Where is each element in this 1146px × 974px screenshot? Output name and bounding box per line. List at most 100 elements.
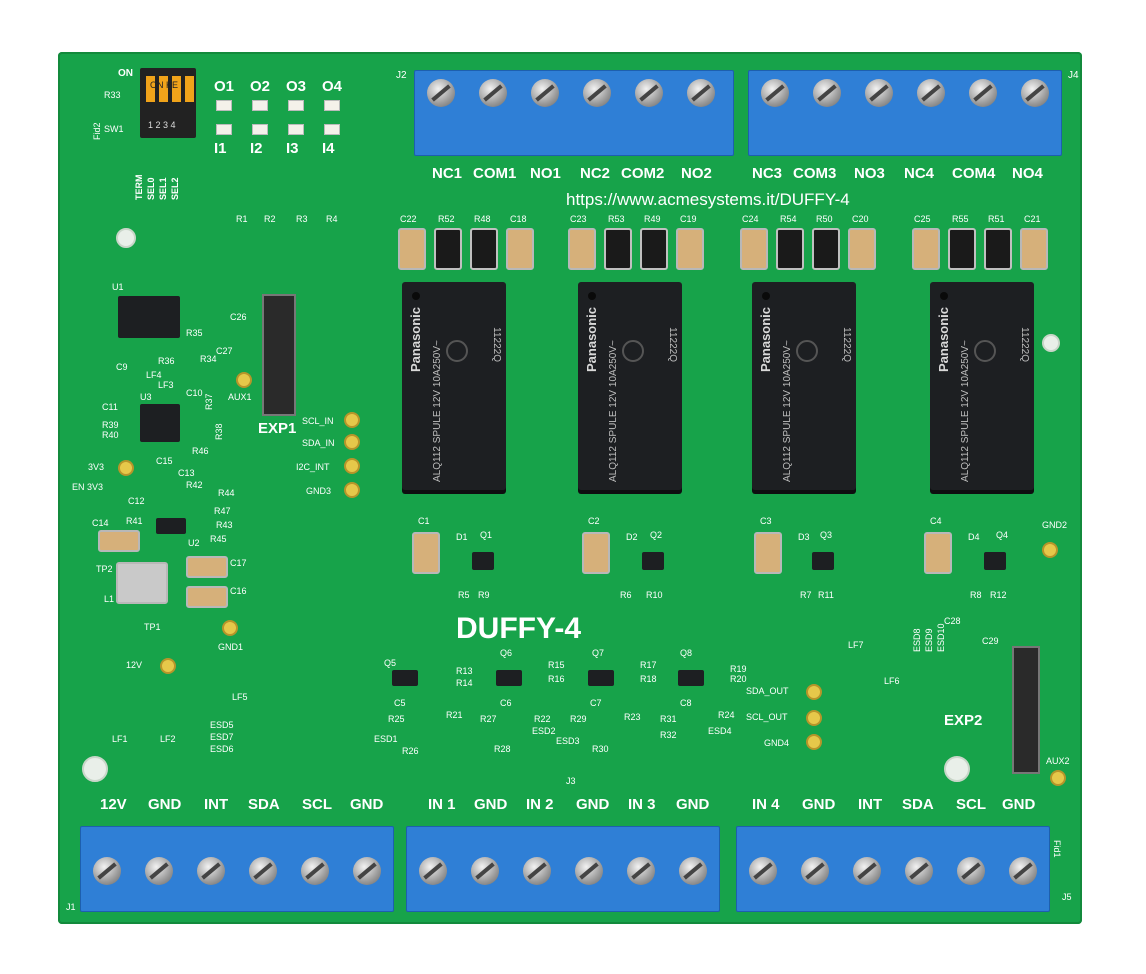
ref-q7: Q7	[592, 648, 605, 658]
relay-logo	[974, 340, 996, 362]
screw-terminal[interactable]	[1009, 857, 1037, 885]
ref-esd3: ESD3	[556, 736, 580, 746]
capacitor-c17	[186, 556, 228, 578]
screw-terminal[interactable]	[749, 857, 777, 885]
ref-u2: U2	[188, 538, 200, 548]
screw-terminal[interactable]	[853, 857, 881, 885]
pin1-marker	[940, 292, 948, 300]
pin-sda-out[interactable]	[806, 684, 822, 700]
screw-terminal[interactable]	[957, 857, 985, 885]
label-aux2: AUX2	[1046, 756, 1070, 766]
ref-u1: U1	[112, 282, 124, 292]
dip-on-label: ON	[118, 68, 133, 79]
screw-terminal[interactable]	[969, 79, 997, 107]
dip-lever[interactable]	[185, 76, 194, 102]
relay-brand: Panasonic	[408, 306, 423, 372]
ref-r13: R13	[456, 666, 473, 676]
led-label-o3: O3	[286, 78, 307, 95]
ref-c6: C6	[500, 698, 512, 708]
screw-terminal[interactable]	[761, 79, 789, 107]
bottom-label-gnd: GND	[148, 796, 182, 813]
dip-lever[interactable]	[159, 76, 168, 102]
pin-label-sda-out: SDA_OUT	[746, 686, 789, 696]
dip-label-sel1: SEL1	[158, 177, 168, 200]
pin-gnd4[interactable]	[806, 734, 822, 750]
dip-label-term: TERM	[134, 174, 144, 201]
capacitor-c16	[186, 586, 228, 608]
led-label-i3: I3	[286, 140, 299, 157]
pin-i2c-int[interactable]	[344, 458, 360, 474]
pin-scl-in[interactable]	[344, 412, 360, 428]
bottom-label-gnd: GND	[576, 796, 610, 813]
screw-terminal[interactable]	[531, 79, 559, 107]
expansion-connector-exp2[interactable]	[1012, 646, 1040, 774]
bottom-label-int: INT	[204, 796, 229, 813]
label-tp2: TP2	[96, 564, 113, 574]
ref-c23: C23	[570, 214, 587, 224]
screw-terminal[interactable]	[687, 79, 715, 107]
ref-c9: C9	[116, 362, 128, 372]
screw-terminal[interactable]	[583, 79, 611, 107]
terminal-label-nc3: NC3	[752, 165, 783, 182]
led-label-i2: I2	[250, 140, 263, 157]
screw-terminal[interactable]	[353, 857, 381, 885]
led-o1	[216, 100, 232, 111]
ref-c12: C12	[128, 496, 145, 506]
ref-sw1: SW1	[104, 124, 124, 134]
resistor-r52	[434, 228, 462, 270]
transistor-q4	[984, 552, 1006, 570]
ref-esd7: ESD7	[210, 732, 234, 742]
screw-terminal[interactable]	[627, 857, 655, 885]
inductor-l1	[116, 562, 168, 604]
screw-terminal[interactable]	[93, 857, 121, 885]
screw-terminal[interactable]	[575, 857, 603, 885]
ref-r32: R32	[660, 730, 677, 740]
led-label-i4: I4	[322, 140, 335, 157]
screw-terminal[interactable]	[801, 857, 829, 885]
ref-r17: R17	[640, 660, 657, 670]
screw-terminal[interactable]	[917, 79, 945, 107]
ref-c14: C14	[92, 518, 109, 528]
ref-d4: D4	[968, 532, 980, 542]
screw-terminal[interactable]	[479, 79, 507, 107]
ref-r19: R19	[730, 664, 747, 674]
screw-terminal[interactable]	[523, 857, 551, 885]
ref-q6: Q6	[500, 648, 513, 658]
mounting-hole	[944, 756, 970, 782]
screw-terminal[interactable]	[813, 79, 841, 107]
dip-lever[interactable]	[172, 76, 181, 102]
terminal-label-com2: COM2	[621, 165, 665, 182]
pin-sda-in[interactable]	[344, 434, 360, 450]
screw-terminal[interactable]	[679, 857, 707, 885]
screw-terminal[interactable]	[249, 857, 277, 885]
led-i3	[288, 124, 304, 135]
screw-terminal[interactable]	[301, 857, 329, 885]
screw-terminal[interactable]	[419, 857, 447, 885]
screw-terminal[interactable]	[635, 79, 663, 107]
pin-scl-out[interactable]	[806, 710, 822, 726]
pin-label-gnd3: GND3	[306, 486, 332, 496]
screw-terminal[interactable]	[197, 857, 225, 885]
led-o2	[252, 100, 268, 111]
ref-r50: R50	[816, 214, 833, 224]
pin-gnd3[interactable]	[344, 482, 360, 498]
screw-terminal[interactable]	[471, 857, 499, 885]
screw-terminal[interactable]	[145, 857, 173, 885]
dip-label-sel2: SEL2	[170, 177, 180, 200]
screw-terminal[interactable]	[427, 79, 455, 107]
dip-numbers: 1 2 3 4	[148, 120, 176, 130]
ref-r47: R47	[214, 506, 231, 516]
screw-terminal[interactable]	[905, 857, 933, 885]
dip-lever[interactable]	[146, 76, 155, 102]
dip-switch[interactable]: ON KE 1 2 3 4	[140, 68, 196, 138]
screw-terminal[interactable]	[1021, 79, 1049, 107]
relay-logo	[796, 340, 818, 362]
ref-r31: R31	[660, 714, 677, 724]
resistor-r51	[984, 228, 1012, 270]
capacitor-c22	[398, 228, 426, 270]
screw-terminal[interactable]	[865, 79, 893, 107]
board-title: DUFFY-4	[456, 612, 582, 645]
bottom-label-scl: SCL	[956, 796, 986, 813]
expansion-connector-exp1[interactable]	[262, 294, 296, 416]
ref-r33: R33	[104, 90, 121, 100]
